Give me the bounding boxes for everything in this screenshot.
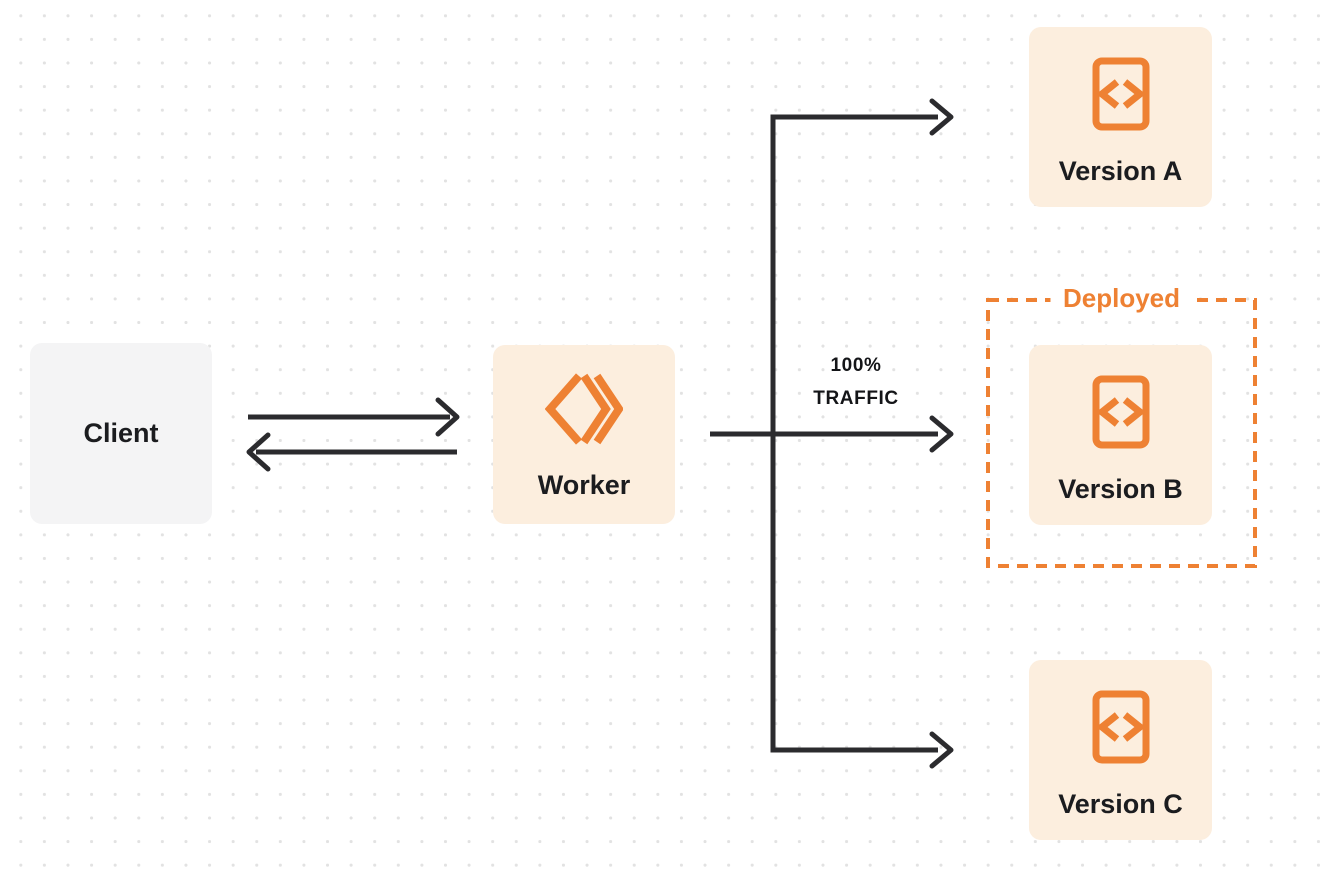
traffic-percent: 100% xyxy=(830,355,882,376)
version-c-node: Version C xyxy=(1029,660,1212,840)
traffic-label: 100% TRAFFIC xyxy=(786,349,926,415)
worker-label: Worker xyxy=(537,470,631,500)
version-c-label: Version C xyxy=(1058,789,1183,819)
branch-to-version-a-arrow xyxy=(770,98,954,136)
client-node: Client xyxy=(30,343,212,524)
worker-to-version-b-arrow xyxy=(710,415,954,453)
deployed-label: Deployed xyxy=(1049,283,1194,313)
client-to-worker-arrow xyxy=(248,397,460,437)
deployed-group: Deployed xyxy=(986,283,1257,568)
version-a-node: Version A xyxy=(1029,27,1212,207)
traffic-caption: TRAFFIC xyxy=(813,388,899,409)
version-b-node: Version B xyxy=(1029,345,1212,525)
worker-node: Worker xyxy=(493,345,675,524)
code-file-icon xyxy=(1092,690,1149,764)
code-file-icon xyxy=(1092,57,1149,131)
client-label: Client xyxy=(83,418,159,448)
branch-to-version-c-arrow xyxy=(770,731,954,769)
version-a-label: Version A xyxy=(1058,156,1183,186)
worker-to-client-arrow xyxy=(246,432,457,472)
version-b-label: Version B xyxy=(1058,474,1183,504)
cloudflare-workers-icon xyxy=(545,373,623,445)
code-file-icon xyxy=(1092,375,1149,449)
